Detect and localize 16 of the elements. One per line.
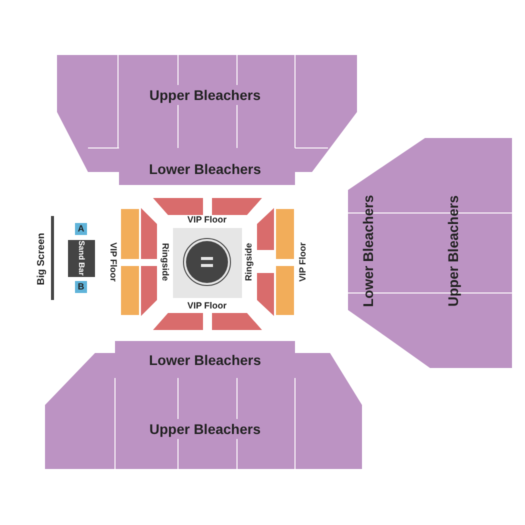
section-label: Lower Bleachers <box>148 162 262 176</box>
section-label: Upper Bleachers <box>149 422 261 436</box>
section-label: Sand Bar <box>77 240 85 276</box>
section-label: A <box>78 224 84 234</box>
section-label: Upper Bleachers <box>149 88 261 102</box>
section-label: Lower Bleachers <box>361 194 375 308</box>
section-label: Ringside <box>244 243 254 281</box>
section-label: VIP Floor <box>108 242 118 282</box>
section-label: B <box>78 282 84 292</box>
section-label: Upper Bleachers <box>446 195 460 307</box>
section-label: VIP Floor <box>187 216 227 224</box>
section-label: VIP Floor <box>187 302 227 310</box>
section-label: Big Screen <box>37 232 47 286</box>
section-label: VIP Floor <box>298 242 308 282</box>
section-label: Ringside <box>160 243 170 281</box>
section-label: Lower Bleachers <box>148 353 262 367</box>
